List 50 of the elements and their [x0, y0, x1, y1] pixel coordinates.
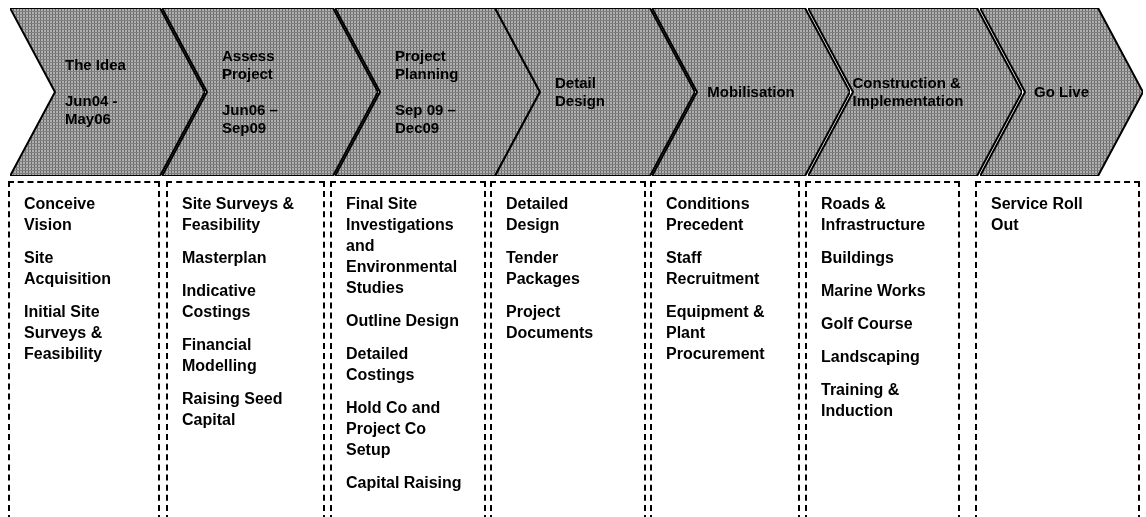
task-item: Conditions Precedent [666, 194, 751, 235]
phase-banner [162, 8, 378, 176]
stage-title: Detail Design [555, 74, 606, 110]
task-item: Outline Design [346, 311, 460, 331]
stage-title: Go Live [1034, 83, 1089, 101]
task-item: Masterplan [182, 248, 268, 268]
task-item: Final Site Investigations and Environmental Studies [346, 194, 459, 298]
task-item: Site Surveys & Feasibility [182, 194, 296, 235]
task-item: Training & Induction [821, 380, 901, 421]
phase-banner [10, 8, 205, 176]
task-item: Marine Works [821, 281, 927, 301]
task-item: Indicative Costings [182, 281, 257, 322]
date-range: Jun06 – Sep09 [222, 101, 279, 137]
date-range: Jun04 - May06 [65, 92, 119, 128]
task-item: Project Documents [506, 302, 595, 343]
task-item: Roads & Infrastructure [821, 194, 927, 235]
phase-banner [808, 8, 1022, 176]
task-panel [490, 181, 646, 517]
task-panel [975, 181, 1140, 517]
task-item: Raising Seed Capital [182, 389, 284, 430]
task-item: Financial Modelling [182, 335, 258, 376]
task-item: Hold Co and Project Co Setup [346, 398, 442, 460]
phase-banner [652, 8, 850, 176]
task-item: Buildings [821, 248, 895, 268]
task-item: Landscaping [821, 347, 921, 367]
task-panel [166, 181, 325, 517]
task-panel [650, 181, 800, 517]
task-item: Detailed Costings [346, 344, 416, 385]
task-item: Initial Site Surveys & Feasibility [24, 302, 104, 364]
task-item: Service Roll Out [991, 194, 1084, 235]
task-panel [8, 181, 160, 517]
stage-title: Construction & Implementation [852, 74, 965, 110]
stage-title: Assess Project [222, 47, 276, 83]
stage-title: The Idea [65, 56, 127, 74]
task-item: Tender Packages [506, 248, 581, 289]
task-item: Capital Raising [346, 473, 463, 493]
stage-title: Mobilisation [707, 83, 795, 101]
stage-title: Project Planning [395, 47, 460, 83]
task-item: Site Acquisition [24, 248, 113, 289]
task-panel [330, 181, 486, 517]
task-item: Equipment & Plant Procurement [666, 302, 766, 364]
task-panel [805, 181, 960, 517]
phase-banner [495, 8, 695, 176]
task-item: Staff Recruitment [666, 248, 761, 289]
task-item: Conceive Vision [24, 194, 97, 235]
task-item: Detailed Design [506, 194, 570, 235]
phase-banner [335, 8, 540, 176]
date-range: Sep 09 – Dec09 [395, 101, 457, 137]
task-item: Golf Course [821, 314, 914, 334]
phase-banner [980, 8, 1143, 176]
